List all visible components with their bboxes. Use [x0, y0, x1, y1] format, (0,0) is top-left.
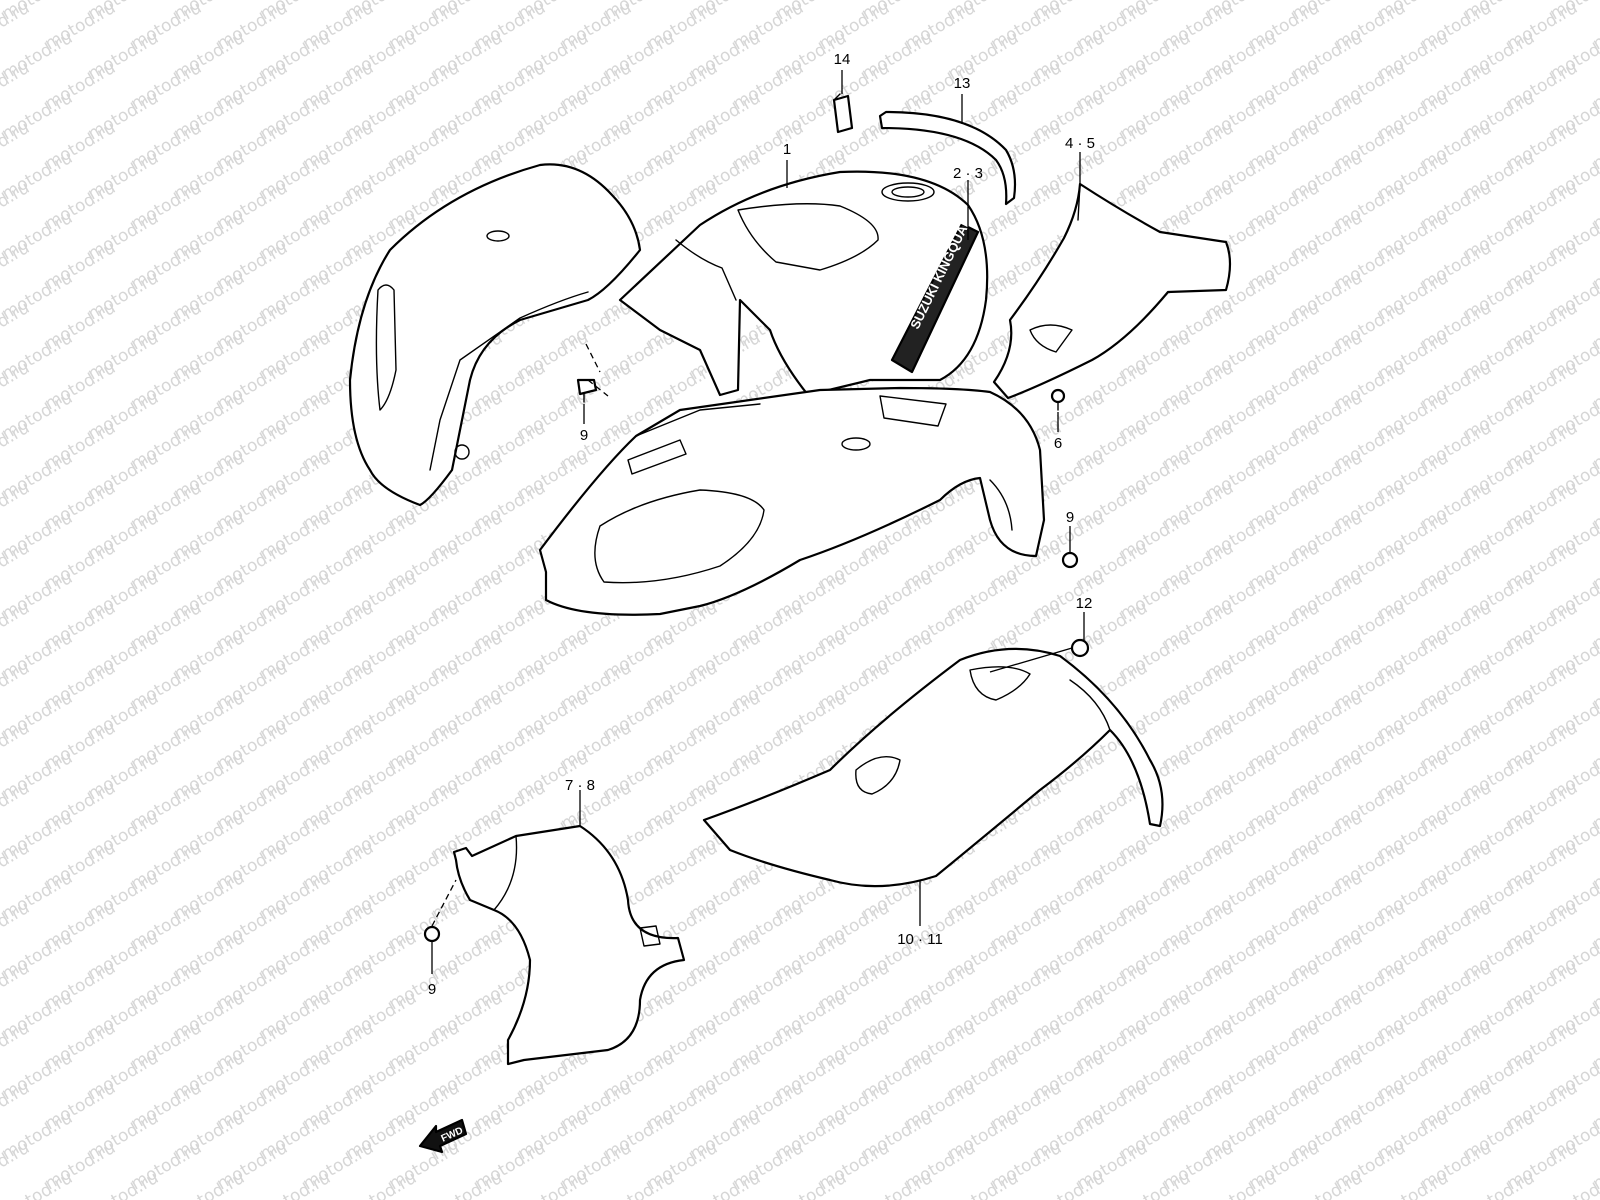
front-carrier-cover[interactable]: [538, 386, 1046, 616]
watermark-text: motod.ru: [1031, 1168, 1109, 1200]
callout-9-top: 9: [580, 427, 588, 444]
callout-7-8: 7 · 8: [565, 777, 595, 794]
watermark-text: motod.ru: [0, 1168, 76, 1200]
watermark-text: motod.ru: [257, 1168, 335, 1200]
callout-12: 12: [1076, 595, 1093, 612]
screw-9-bottom[interactable]: [423, 925, 441, 943]
watermark-text: motod.ru: [343, 1168, 421, 1200]
part-1-front-fender[interactable]: [618, 170, 989, 397]
callouts: 14 13 1 2 · 3 4 · 5 6 9 9 12 10 · 11 7 ·…: [428, 51, 1095, 998]
part-14-block[interactable]: [832, 93, 854, 134]
part-13-trim-strip[interactable]: [878, 110, 1017, 206]
watermark-text: motod.ru: [515, 1168, 593, 1200]
watermark-text: motod.ru: [1461, 1168, 1539, 1200]
watermark-text: motod.ru: [859, 1168, 937, 1200]
callout-9-bottom: 9: [428, 981, 436, 998]
watermark-text: motod.ru: [429, 1168, 507, 1200]
watermark-text: motod.ru: [1289, 1168, 1367, 1200]
screw-9-right[interactable]: [1061, 551, 1079, 569]
watermark-text: motod.ru: [171, 1168, 249, 1200]
watermark-text: motod.ru: [1547, 1168, 1600, 1200]
watermark-text: motod.ru: [601, 1168, 679, 1200]
callout-1: 1: [783, 141, 791, 158]
part-10-11-rear-fender[interactable]: [702, 647, 1164, 888]
callout-4-5: 4 · 5: [1065, 135, 1095, 152]
part-4-5-side-panel[interactable]: [992, 182, 1232, 400]
callout-14: 14: [834, 51, 851, 68]
watermark-text: motod.ru: [85, 1168, 163, 1200]
watermark-text: motod.ru: [687, 1168, 765, 1200]
callout-9-right: 9: [1066, 509, 1074, 526]
watermark-text: motod.ru: [1117, 1168, 1195, 1200]
watermark-text: motod.ru: [773, 1168, 851, 1200]
left-front-fender[interactable]: [348, 163, 642, 507]
screw-6[interactable]: [1050, 388, 1066, 411]
part-7-8-inner-panel[interactable]: [452, 824, 686, 1066]
screw-12[interactable]: [1070, 638, 1090, 658]
watermark-text: motod.ru: [1375, 1168, 1453, 1200]
callout-10-11: 10 · 11: [897, 931, 943, 948]
callout-2-3: 2 · 3: [953, 165, 983, 182]
leader-lines: [431, 70, 1085, 974]
watermark-text: motod.ru: [0, 0, 33, 54]
callout-6: 6: [1054, 435, 1062, 452]
watermark-text: motod.ru: [1203, 1168, 1281, 1200]
callout-13: 13: [954, 75, 971, 92]
watermark-text: motod.ru: [945, 1168, 1023, 1200]
